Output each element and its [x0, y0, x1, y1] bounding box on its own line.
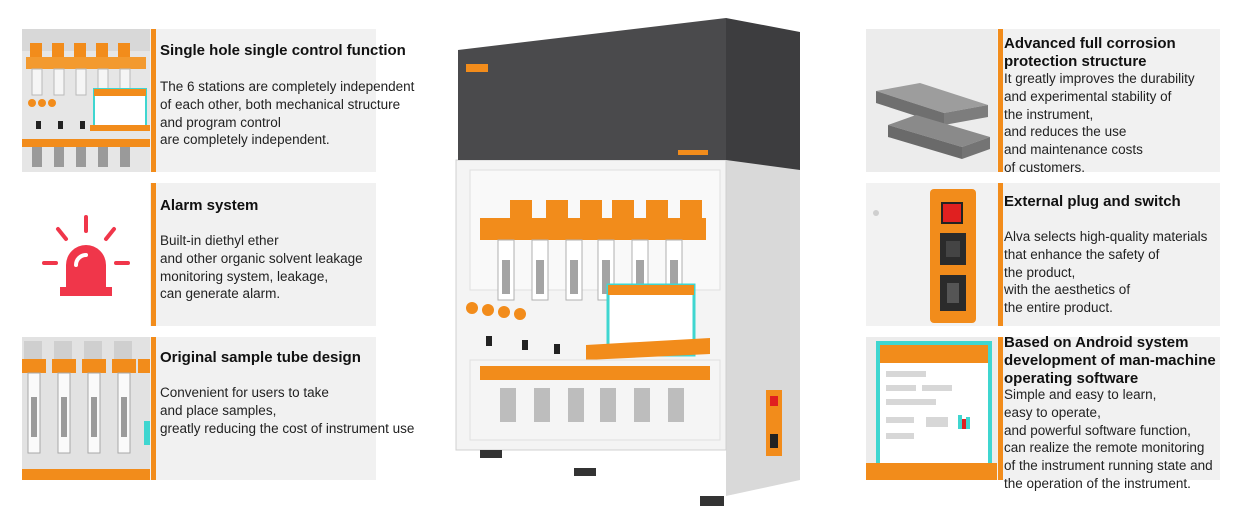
accent-bar [998, 183, 1003, 326]
feature-description: Convenient for users to take and place s… [160, 385, 415, 436]
touch-screen-image [866, 337, 997, 480]
plug-switch-image [866, 183, 997, 326]
extraction-stations-image [22, 29, 150, 172]
feature-title: Original sample tube design [160, 349, 361, 366]
feature-title: External plug and switch [1004, 193, 1181, 210]
feature-title: Based on Android system development of m… [1004, 334, 1216, 387]
alarm-siren-icon [22, 183, 150, 326]
feature-description: It greatly improves the durability and e… [1004, 71, 1195, 175]
accent-bar [998, 29, 1003, 172]
feature-description: Simple and easy to learn, easy to operat… [1004, 387, 1213, 491]
accent-bar [151, 337, 156, 480]
steel-plates-image [866, 29, 997, 172]
feature-title: Alarm system [160, 197, 259, 214]
feature-title: Advanced full corrosion protection struc… [1004, 35, 1176, 70]
brand-logo [466, 64, 488, 72]
sample-tubes-image [22, 337, 150, 480]
feature-description: Alva selects high-quality materials that… [1004, 229, 1208, 316]
feature-description: Built-in diethyl ether and other organic… [160, 233, 363, 302]
soxhlet-extractor-device [440, 10, 820, 510]
accent-bar [151, 29, 156, 172]
accent-bar [151, 183, 156, 326]
accent-bar [998, 337, 1003, 480]
feature-title: Single hole single control function [160, 42, 406, 59]
feature-description: The 6 stations are completely independen… [160, 79, 415, 148]
